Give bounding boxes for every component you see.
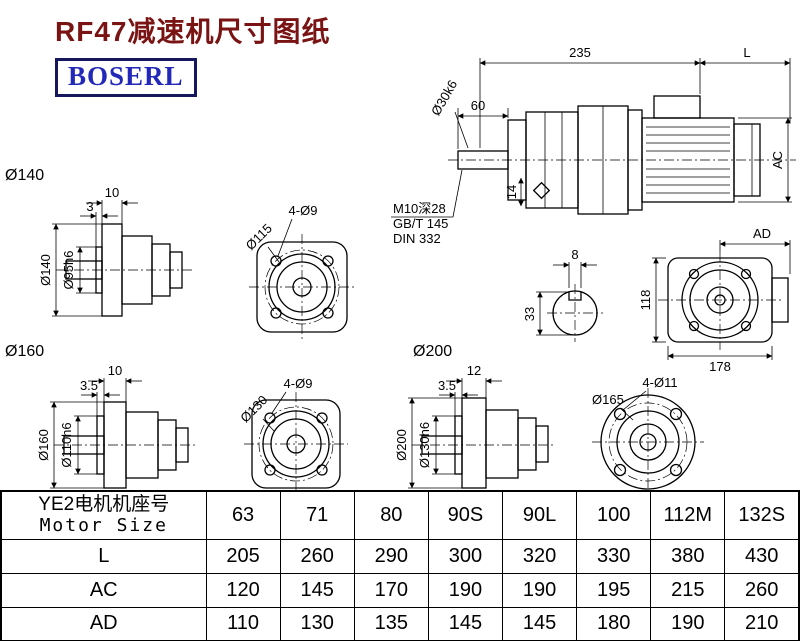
thread-note-line2: GB/T 145 [393,216,448,231]
size-cell: 90L [501,490,578,540]
boserl-logo: BOSERL [55,58,197,97]
drawing-canvas: 235 L 60 Ø30k6 14 AC M10深28 GB/T 145 DIN… [5,45,796,490]
value-cell: 330 [576,538,652,574]
dim-160-35: 3.5 [80,378,98,393]
dim-200-35: 3.5 [438,378,456,393]
value-cell: 210 [724,606,800,641]
drain-plug-icon [532,181,551,200]
dim-14: 14 [504,185,519,199]
thread-note-line3: DIN 332 [393,231,441,246]
size-cell: 132S [724,490,800,540]
main-assembly-view [448,95,796,215]
dim-140-od: Ø140 [38,254,53,286]
dim-200-spigot: Ø130h6 [417,422,432,468]
dim-140-3: 3 [86,199,93,214]
value-cell: 320 [501,538,578,574]
thread-note-line1: M10深28 [393,201,446,216]
view-label-160: Ø160 [5,343,44,360]
table-row-L: L 205 260 290 300 320 330 380 430 [0,538,800,574]
size-cell: 71 [279,490,355,540]
input-shaft [457,150,509,170]
dim-200-od: Ø200 [394,429,409,461]
shaft-section-view: 8 33 [522,247,603,342]
view-label-200: Ø200 [413,343,452,360]
value-cell: 260 [724,572,800,608]
dim-L: L [743,45,750,60]
value-cell: 190 [427,572,504,608]
flange160-front-view: 4-Ø9 Ø130 [237,376,348,490]
motor-size-header-en: Motor Size [39,515,168,537]
flange160-side-view: Ø160 10 3.5 Ø160 Ø110h6 [5,343,196,489]
value-cell: 145 [501,606,578,641]
flange200-side-view: Ø200 12 3.5 Ø200 Ø130h6 [394,343,556,489]
motor-size-header: YE2电机机座号 Motor Size [0,490,207,540]
flange140-side-view: Ø140 10 3 Ø140 Ø95h6 [5,167,192,317]
main-view-dimensions: 235 L 60 Ø30k6 14 AC [428,45,792,207]
boserl-logo-text: BOSERL [68,61,184,91]
value-cell: 195 [576,572,652,608]
value-cell: 430 [724,538,800,574]
value-cell: 135 [353,606,429,641]
value-cell: 300 [427,538,504,574]
dim-200-12: 12 [467,363,481,378]
thread-note: M10深28 GB/T 145 DIN 332 [391,169,463,246]
dim-140-spigot: Ø95h6 [61,250,76,289]
row-label: AC [0,572,207,608]
keyway [568,292,582,301]
flange200-front-view: 4-Ø11 Ø165 [592,375,704,490]
flange-plate-200 [461,397,487,489]
table-row-AC: AC 120 145 170 190 190 195 215 260 [0,572,800,608]
flange140-front-view: 4-Ø9 Ø115 [243,203,355,340]
dim-235: 235 [569,45,591,60]
value-cell: 190 [501,572,578,608]
size-cell: 63 [205,490,281,540]
value-cell: 260 [279,538,355,574]
value-cell: 145 [427,606,504,641]
value-cell: 380 [650,538,726,574]
size-cell: 90S [427,490,504,540]
motor-fins [646,126,730,194]
dimension-table: YE2电机机座号 Motor Size 63 71 80 90S 90L 100… [0,490,800,641]
table-row-AD: AD 110 130 135 145 145 180 190 210 [0,606,800,641]
rear-view: AD 118 178 [638,226,791,374]
value-cell: 120 [205,572,281,608]
dim-140-holes: 4-Ø9 [289,203,318,218]
value-cell: 130 [279,606,355,641]
dim-165-boltcircle: Ø165 [592,392,624,407]
motor-size-header-cn: YE2电机机座号 [38,494,170,516]
dim-160-spigot: Ø110h6 [59,422,74,467]
dim-key-height: 33 [522,307,537,321]
row-label: L [0,538,207,574]
page-title: RF47减速机尺寸图纸 [55,16,331,47]
dim-160-od: Ø160 [36,429,51,461]
dim-130-holes: 4-Ø9 [284,376,313,391]
value-cell: 180 [576,606,652,641]
dim-118: 118 [638,290,653,311]
size-cell: 80 [353,490,429,540]
value-cell: 170 [353,572,429,608]
value-cell: 110 [205,606,281,641]
size-cell: 100 [576,490,652,540]
row-label: AD [0,606,207,641]
dim-ac: AC [770,151,785,169]
value-cell: 145 [279,572,355,608]
dim-160-10: 10 [108,363,122,378]
dim-60: 60 [471,98,485,113]
dim-178: 178 [709,359,731,374]
value-cell: 215 [650,572,726,608]
terminal-box [653,95,701,119]
table-header-row: YE2电机机座号 Motor Size 63 71 80 90S 90L 100… [0,490,800,540]
size-cell: 112M [650,490,726,540]
value-cell: 205 [205,538,281,574]
dim-key-width: 8 [571,247,578,262]
fan-cover [733,123,761,197]
value-cell: 190 [650,606,726,641]
value-cell: 290 [353,538,429,574]
dim-ad: AD [753,226,771,241]
dim-165-holes: 4-Ø11 [642,375,677,390]
view-label-140: Ø140 [5,167,44,184]
dim-140-10: 10 [105,185,119,200]
